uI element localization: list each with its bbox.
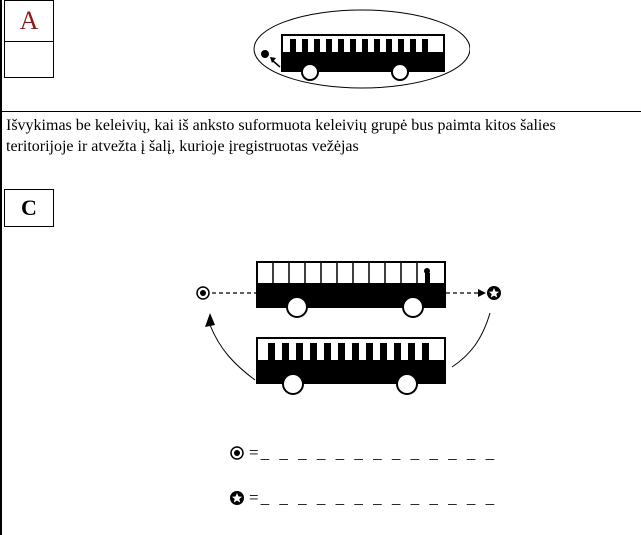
star-circle-icon: [487, 286, 501, 300]
legend-equals: =: [249, 443, 259, 462]
bus-icon: [281, 34, 445, 81]
section-c-label: C: [4, 189, 54, 227]
legend-equals: =: [249, 488, 259, 507]
legend-start-row: = _ _ _ _ _ _ _ _ _ _ _ _ _: [229, 443, 497, 463]
section-divider: [0, 111, 641, 112]
section-a-box: A: [4, 0, 54, 78]
page-left-border: [0, 0, 2, 535]
legend-destination-blank: _ _ _ _ _ _ _ _ _ _ _ _ _: [260, 488, 498, 507]
legend-start-blank: _ _ _ _ _ _ _ _ _ _ _ _ _: [260, 443, 498, 462]
section-a-label: A: [5, 1, 53, 42]
empty-bus-icon: [256, 261, 446, 318]
legend-destination-row: = _ _ _ _ _ _ _ _ _ _ _ _ _: [229, 488, 497, 508]
star-circle-icon: [230, 491, 244, 505]
section-c-description: Išvykimas be keleivių, kai iš anksto suf…: [6, 117, 556, 155]
round-trip-bus-diagram: [196, 261, 501, 395]
bus-with-passengers-icon: [256, 337, 446, 395]
circle-dot-icon: [230, 446, 244, 460]
bus-with-passengers-loop-diagram: [253, 9, 470, 89]
circle-dot-icon: [196, 286, 210, 300]
